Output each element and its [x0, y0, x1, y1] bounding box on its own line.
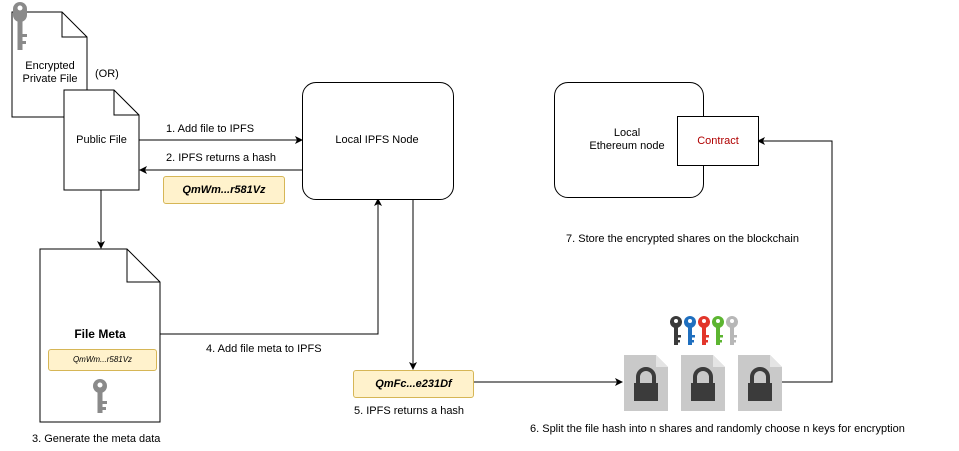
key-icon	[698, 316, 710, 345]
arrow-store-shares	[757, 137, 833, 383]
file-meta-doc	[39, 248, 161, 423]
file-meta-title: File Meta	[74, 327, 126, 341]
locked-share-icon	[624, 355, 668, 411]
contract-box[interactable]: Contract	[677, 116, 759, 166]
ipfs-node[interactable]	[302, 82, 454, 200]
step-4-label: 4. Add file meta to IPFS	[206, 343, 322, 355]
ipfs-node-label: Local IPFS Node	[335, 134, 419, 146]
key-icon	[13, 2, 27, 50]
key-icon	[726, 316, 738, 345]
file-hash-badge: QmWm...r581Vz	[163, 176, 285, 204]
step-2-label: 2. IPFS returns a hash	[166, 152, 277, 164]
locked-share-icon	[681, 355, 725, 411]
meta-hash-badge: QmFc...e231Df	[353, 370, 474, 398]
meta-file-hash-badge: QmWm...r581Vz	[48, 349, 157, 371]
key-icon	[93, 379, 107, 413]
arrow-add-meta	[160, 198, 382, 335]
step-3-label: 3. Generate the meta data	[32, 433, 161, 445]
public-file-label: Public File	[76, 134, 127, 146]
key-icon	[670, 316, 682, 345]
step-5-label: 5. IPFS returns a hash	[354, 405, 465, 417]
ethereum-node-label: Local Ethereum node	[589, 127, 665, 152]
or-label: (OR)	[95, 68, 119, 80]
encrypted-file-label: Encrypted Private File	[22, 60, 78, 85]
key-icon	[712, 316, 724, 345]
step-6-label: 6. Split the file hash into n shares and…	[530, 423, 905, 435]
colored-keys	[670, 316, 738, 345]
step-7-label: 7. Store the encrypted shares on the blo…	[566, 233, 799, 245]
key-icon	[684, 316, 696, 345]
step-1-label: 1. Add file to IPFS	[166, 123, 255, 135]
locked-share-icon	[738, 355, 782, 411]
